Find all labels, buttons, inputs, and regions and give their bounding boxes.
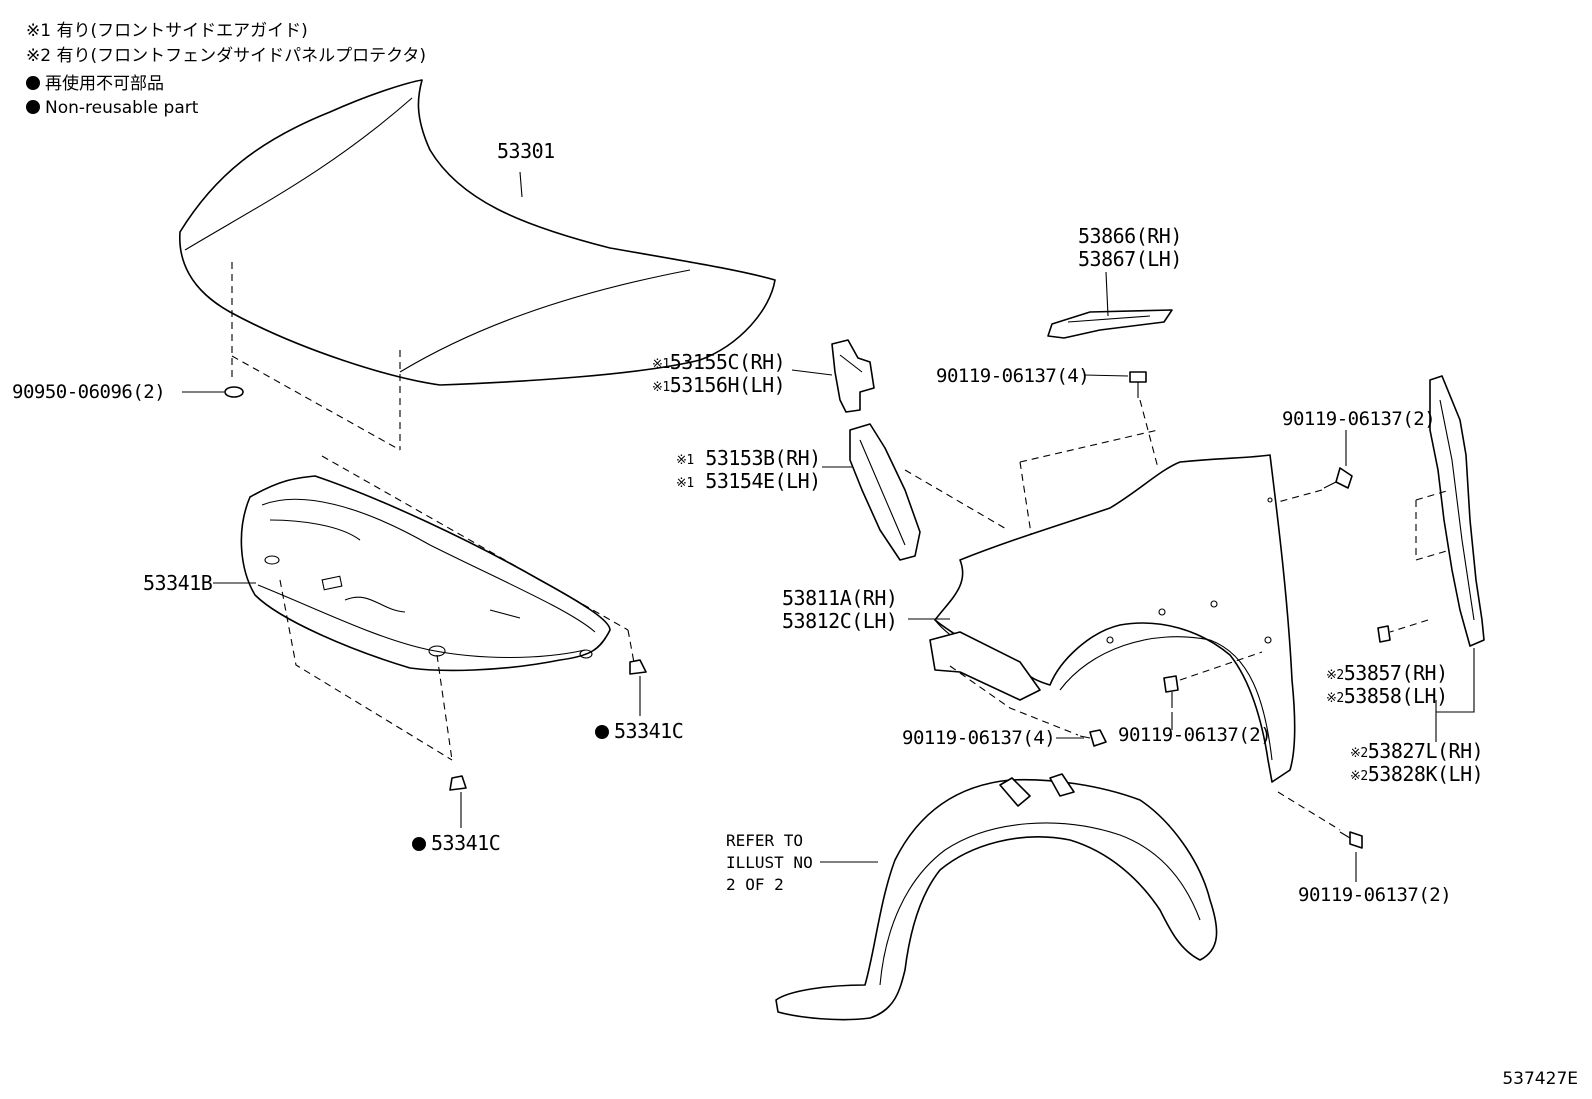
label-clip-lower[interactable]: 53341C [412, 832, 501, 854]
clip-lower-drawing [449, 775, 467, 791]
label-bolt-top[interactable]: 90119-06137(4) [936, 365, 1090, 387]
label-protector-lh[interactable]: ※253858(LH) [1326, 684, 1448, 708]
refer-line-3: 2 OF 2 [726, 875, 784, 894]
side-panel-drawing [1047, 309, 1173, 339]
label-protector-rh[interactable]: ※253857(RH) [1326, 661, 1448, 685]
label-clip-upper[interactable]: 53341C [595, 720, 684, 742]
air-guide-upper-drawing [831, 339, 875, 413]
air-guide-lower-drawing [849, 423, 921, 561]
label-guide-lower-rh[interactable]: ※1 53153B(RH) [676, 446, 821, 470]
label-fender-rh[interactable]: 53811A(RH) [782, 586, 898, 610]
label-bolt-arch[interactable]: 90119-06137(2) [1118, 724, 1272, 746]
refer-line-1: REFER TO [726, 831, 804, 850]
non-reusable-dot-icon [26, 76, 40, 90]
label-bolt-front[interactable]: 90119-06137(4) [902, 727, 1056, 749]
legend-en: Non-reusable part [26, 97, 198, 119]
fender-liner-drawing [775, 773, 1218, 1021]
label-guide-upper-lh[interactable]: ※153156H(LH) [652, 373, 786, 397]
label-bolt-rear[interactable]: 90119-06137(2) [1282, 408, 1436, 430]
grommet-drawing [224, 386, 244, 398]
label-panel-lh[interactable]: 53867(LH) [1078, 247, 1182, 271]
label-hood-insulator[interactable]: 53341B [143, 571, 213, 595]
label-seal-lh[interactable]: ※253828K(LH) [1350, 762, 1484, 786]
label-guide-lower-lh[interactable]: ※1 53154E(LH) [676, 469, 821, 493]
hood-drawing [179, 79, 776, 386]
label-hood[interactable]: 53301 [497, 139, 555, 163]
legend-jp: 再使用不可部品 [26, 73, 164, 95]
label-panel-rh[interactable]: 53866(RH) [1078, 224, 1182, 248]
note-1: ※1 有り(フロントサイドエアガイド) [26, 21, 308, 41]
label-guide-upper-rh[interactable]: ※153155C(RH) [652, 350, 786, 374]
refer-line-2[interactable]: ILLUST NO [726, 853, 813, 872]
non-reusable-dot-icon [26, 100, 40, 114]
label-fender-lh[interactable]: 53812C(LH) [782, 609, 898, 633]
label-hood-grommet[interactable]: 90950-06096(2) [12, 381, 166, 403]
hood-insulator-drawing [240, 475, 611, 672]
fender-bracket-drawing [929, 631, 1041, 701]
bolt-front-drawing [1079, 729, 1107, 747]
bolt-top-drawing [1129, 371, 1147, 398]
clip-upper-drawing [629, 659, 647, 675]
bolt-rear-drawing [1323, 467, 1353, 489]
note-2: ※2 有り(フロントフェンダサイドパネルプロテクタ) [26, 46, 427, 66]
non-reusable-dot-icon [595, 725, 609, 739]
label-seal-rh[interactable]: ※253827L(RH) [1350, 739, 1484, 763]
side-protector-drawing [1377, 375, 1485, 647]
non-reusable-dot-icon [412, 837, 426, 851]
bolt-arch-drawing [1163, 675, 1179, 708]
label-bolt-bottom[interactable]: 90119-06137(2) [1298, 884, 1452, 906]
bolt-bottom-drawing [1339, 831, 1363, 849]
figure-id: 537427E [1502, 1069, 1578, 1089]
